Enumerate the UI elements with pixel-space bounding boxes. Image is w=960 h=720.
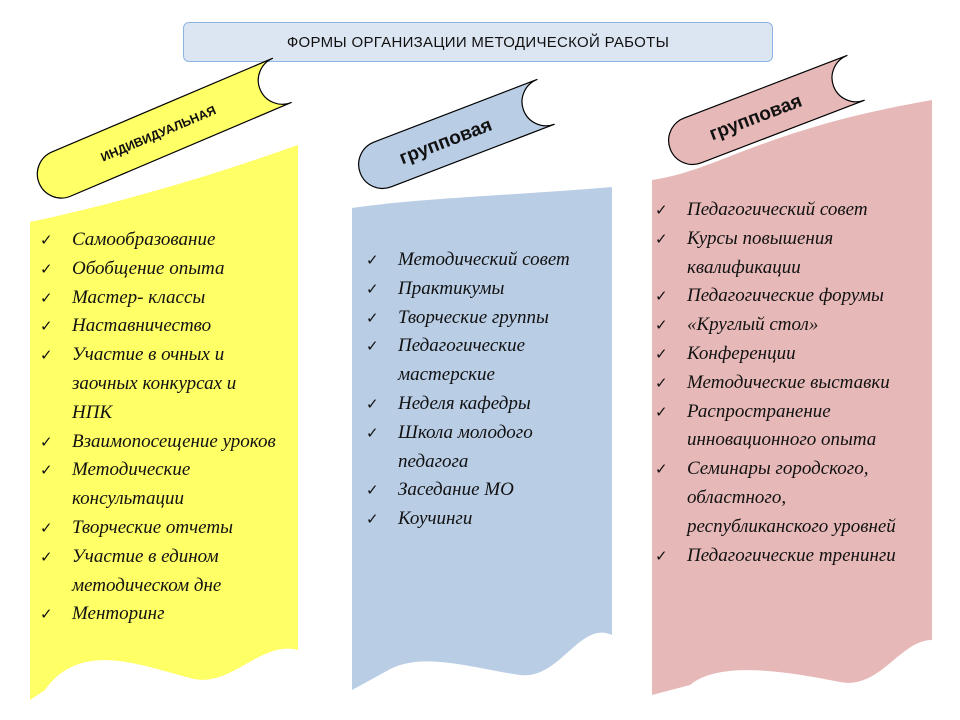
list-item: ✓ Неделя кафедры	[366, 390, 606, 419]
check-icon: ✓	[655, 201, 668, 219]
list-item-label: Участие в едином методическом дне	[72, 545, 222, 596]
check-icon: ✓	[40, 259, 53, 278]
list-item: ✓ Курсы повышения квалификации	[655, 225, 925, 283]
check-icon: ✓	[655, 402, 668, 421]
list-item-label: Методические выставки	[687, 371, 890, 393]
list-item: ✓ Заседание МО	[366, 476, 606, 505]
list-item: ✓ Обобщение опыта	[40, 255, 280, 284]
list-item-label: Курсы повышения квалификации	[687, 227, 834, 278]
check-icon: ✓	[366, 251, 379, 269]
check-icon: ✓	[40, 461, 53, 480]
check-icon: ✓	[655, 373, 668, 392]
list-item-label: Взаимопосещение уроков	[72, 430, 276, 452]
list-item-label: Менторинг	[72, 603, 165, 625]
list-item-label: Творческие отчеты	[72, 516, 233, 538]
list-item: ✓ «Круглый стол»	[655, 311, 925, 340]
list-item-label: Семинары городского, областного, республ…	[687, 458, 896, 537]
check-icon: ✓	[366, 481, 379, 500]
check-icon: ✓	[40, 231, 53, 249]
check-icon: ✓	[366, 394, 379, 413]
list-item: ✓ Участие в едином методическом дне	[40, 543, 280, 601]
check-icon: ✓	[366, 308, 379, 327]
list-item: ✓ Взаимопосещение уроков	[40, 428, 280, 457]
check-icon: ✓	[366, 423, 379, 442]
list-item-label: Участие в очных и заочных конкурсах и НП…	[72, 344, 237, 423]
list-item: ✓ Участие в очных и заочных конкурсах и Н…	[40, 341, 280, 427]
list-item-label: Педагогический совет	[687, 199, 868, 220]
list-item: ✓ Менторинг	[40, 600, 280, 629]
check-icon: ✓	[40, 547, 53, 566]
list-item: ✓ Распространение инновационного опыта	[655, 398, 925, 456]
list-item: ✓ Творческие группы	[366, 304, 606, 333]
list-item-label: Педагогические тренинги	[687, 544, 896, 566]
list-item-label: Конференции	[687, 342, 796, 364]
list-item-label: Методические консультации	[72, 459, 191, 510]
list-item-label: Педагогические мастерские	[398, 335, 526, 386]
list-item: ✓ Творческие отчеты	[40, 514, 280, 543]
list-item-label: Неделя кафедры	[398, 392, 531, 414]
list-item-label: Педагогические форумы	[687, 285, 884, 307]
list-item-label: Обобщение опыта	[72, 257, 225, 279]
individual-panel	[30, 145, 298, 700]
list-item-label: Распространение инновационного опыта	[687, 400, 877, 451]
list-item: ✓ Конференции	[655, 340, 925, 369]
check-icon: ✓	[366, 510, 379, 529]
check-icon: ✓	[655, 229, 668, 248]
check-icon: ✓	[655, 287, 668, 306]
list-item-label: Методический совет	[398, 249, 570, 270]
list-item-label: «Круглый стол»	[687, 314, 819, 336]
list-item: ✓ Наставничество	[40, 312, 280, 341]
check-icon: ✓	[366, 279, 379, 298]
group-forms-list-blue: ✓ Методический совет ✓ Практикумы ✓ Творчески…	[366, 246, 606, 534]
check-icon: ✓	[655, 460, 668, 479]
list-item-label: Школа молодого педагога	[398, 421, 533, 472]
list-item: ✓ Коучинги	[366, 505, 606, 534]
list-item-label: Наставничество	[72, 315, 212, 337]
list-item: ✓ Методический совет	[366, 246, 606, 275]
check-icon: ✓	[40, 605, 53, 624]
list-item: ✓ Школа молодого педагога	[366, 419, 606, 477]
list-item: ✓ Педагогический совет	[655, 196, 925, 225]
group-forms-list-pink: ✓ Педагогический совет ✓ Курсы повышения кв…	[655, 196, 925, 570]
check-icon: ✓	[655, 546, 668, 565]
check-icon: ✓	[40, 288, 53, 307]
list-item-label: Коучинги	[398, 508, 473, 530]
list-item-label: Самообразование	[72, 229, 216, 250]
list-item-label: Творческие группы	[398, 306, 549, 328]
list-item-label: Практикумы	[398, 277, 505, 299]
check-icon: ✓	[40, 518, 53, 537]
list-item: ✓ Методические консультации	[40, 456, 280, 514]
check-icon: ✓	[655, 344, 668, 363]
list-item-label: Заседание МО	[398, 479, 514, 501]
list-item: ✓ Педагогические мастерские	[366, 332, 606, 390]
diagram-title: ФОРМЫ ОРГАНИЗАЦИИ МЕТОДИЧЕСКОЙ РАБОТЫ	[183, 22, 773, 62]
individual-forms-list: ✓ Самообразование ✓ Обобщение опыта ✓ Мастер-…	[40, 226, 280, 629]
list-item: ✓ Мастер- классы	[40, 284, 280, 313]
check-icon: ✓	[40, 432, 53, 451]
group-panel-pink	[652, 100, 932, 695]
list-item: ✓ Методические выставки	[655, 369, 925, 398]
check-icon: ✓	[40, 317, 53, 336]
list-item: ✓ Семинары городского, областного, респуб…	[655, 455, 925, 541]
list-item: ✓ Самообразование	[40, 226, 280, 255]
list-item-label: Мастер- классы	[72, 286, 206, 308]
list-item: ✓ Педагогические тренинги	[655, 542, 925, 571]
list-item: ✓ Педагогические форумы	[655, 282, 925, 311]
check-icon: ✓	[40, 346, 53, 365]
banner-group-blue: групповая	[358, 78, 555, 190]
check-icon: ✓	[655, 316, 668, 335]
group-panel-blue	[352, 187, 612, 690]
check-icon: ✓	[366, 337, 379, 356]
list-item: ✓ Практикумы	[366, 275, 606, 304]
